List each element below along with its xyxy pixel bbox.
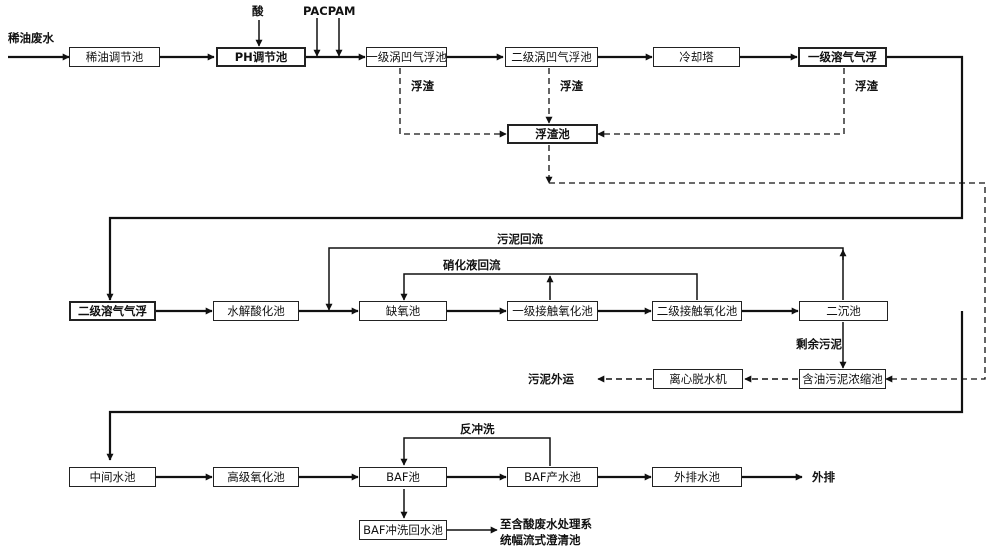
baf-tank: BAF池 <box>359 467 447 487</box>
scum-label-2: 浮渣 <box>560 79 583 93</box>
oily-sludge-thickener: 含油污泥浓缩池 <box>799 369 886 389</box>
to-acid-system-line1: 至含酸废水处理系 <box>500 517 592 531</box>
return-lines <box>325 247 847 311</box>
contact-oxidation-2: 二级接触氧化池 <box>652 301 742 321</box>
nitrate-return-label: 硝化液回流 <box>443 258 501 272</box>
backwash-lines <box>400 437 551 534</box>
backwash-label: 反冲洗 <box>460 422 495 436</box>
scum-label-3: 浮渣 <box>855 79 878 93</box>
vortex-flotation-2: 二级涡凹气浮池 <box>505 47 598 67</box>
vortex-flotation-1: 一级涡凹气浮池 <box>366 47 447 67</box>
dilute-oil-equalization-tank: 稀油调节池 <box>69 47 160 67</box>
acid-label: 酸 <box>252 4 264 18</box>
baf-product-water-tank: BAF产水池 <box>507 467 598 487</box>
daf-1: 一级溶气气浮 <box>798 47 887 67</box>
contact-oxidation-1: 一级接触氧化池 <box>507 301 598 321</box>
scum-label-1: 浮渣 <box>411 79 434 93</box>
hydrolysis-acidification-tank: 水解酸化池 <box>213 301 299 321</box>
sludge-lines <box>597 322 847 383</box>
baf-backwash-return-tank: BAF冲洗回水池 <box>359 520 447 540</box>
sludge-return-label: 污泥回流 <box>497 232 543 246</box>
row2-flow-lines <box>106 307 964 461</box>
to-acid-system-line2: 统幅流式澄清池 <box>500 533 581 547</box>
intermediate-water-tank: 中间水池 <box>69 467 156 487</box>
scum-tank: 浮渣池 <box>507 124 598 144</box>
feed-label: 稀油废水 <box>8 31 54 45</box>
centrifuge-dewatering: 离心脱水机 <box>653 369 743 389</box>
advanced-oxidation-tank: 高级氧化池 <box>213 467 299 487</box>
daf-2: 二级溶气气浮 <box>69 301 156 321</box>
pac-pam-label: PACPAM <box>303 4 356 18</box>
cooling-tower: 冷却塔 <box>653 47 740 67</box>
dosing-lines <box>255 18 343 57</box>
excess-sludge-label: 剩余污泥 <box>796 337 842 351</box>
discharge-water-tank: 外排水池 <box>652 467 742 487</box>
secondary-clarifier: 二沉池 <box>799 301 888 321</box>
ph-adjustment-tank: PH调节池 <box>216 47 306 67</box>
discharge-label: 外排 <box>812 470 835 484</box>
anoxic-tank: 缺氧池 <box>359 301 447 321</box>
row1-flow-lines <box>8 53 964 301</box>
sludge-out-label: 污泥外运 <box>528 372 574 386</box>
scum-lines <box>399 68 986 383</box>
